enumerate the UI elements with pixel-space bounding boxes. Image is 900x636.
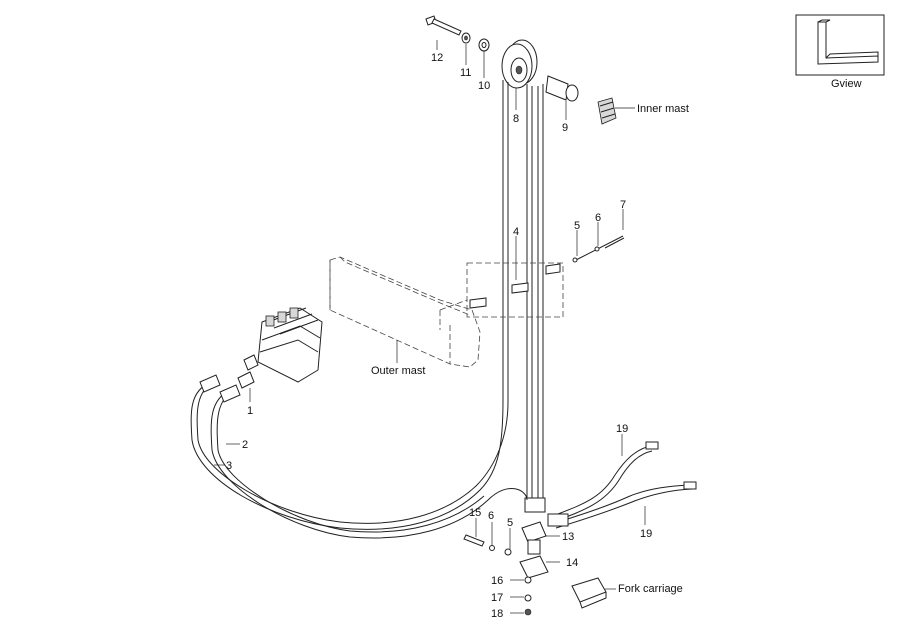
callout-5-upper: 5 [574, 220, 580, 232]
callout-6-upper: 6 [595, 212, 601, 224]
callout-3: 3 [226, 460, 232, 472]
callout-4: 4 [513, 226, 519, 238]
gview-label: Gview [831, 78, 862, 90]
outer-mast-label: Outer mast [371, 365, 425, 377]
callout-19-lower: 19 [640, 528, 652, 540]
callout-10: 10 [478, 80, 490, 92]
lower-fittings [463, 518, 616, 616]
callout-16: 16 [491, 575, 503, 587]
control-valve [237, 307, 323, 389]
callout-2: 2 [242, 439, 248, 451]
callout-18: 18 [491, 608, 503, 620]
lift-hoses [502, 80, 546, 513]
fork-carriage-label: Fork carriage [618, 583, 683, 595]
callout-13: 13 [562, 531, 574, 543]
upper-leaders [436, 40, 624, 280]
return-hoses [190, 374, 528, 539]
callout-17: 17 [491, 592, 503, 604]
outer-mast [329, 256, 481, 368]
callout-19-upper: 19 [616, 423, 628, 435]
callout-15: 15 [469, 507, 481, 519]
callout-8: 8 [513, 113, 519, 125]
callout-6-lower: 6 [488, 510, 494, 522]
callout-12: 12 [431, 52, 443, 64]
gview-inset: Gview [795, 14, 885, 90]
callout-5-lower: 5 [507, 517, 513, 529]
callout-1: 1 [247, 405, 253, 417]
callout-7: 7 [620, 199, 626, 211]
callout-14: 14 [566, 557, 578, 569]
callout-11: 11 [460, 67, 471, 79]
hoses-19 [547, 434, 697, 529]
pulley-assembly [425, 15, 635, 125]
callout-9: 9 [562, 122, 568, 134]
hose-clamp-detail [439, 235, 625, 330]
inner-mast-label: Inner mast [637, 103, 689, 115]
